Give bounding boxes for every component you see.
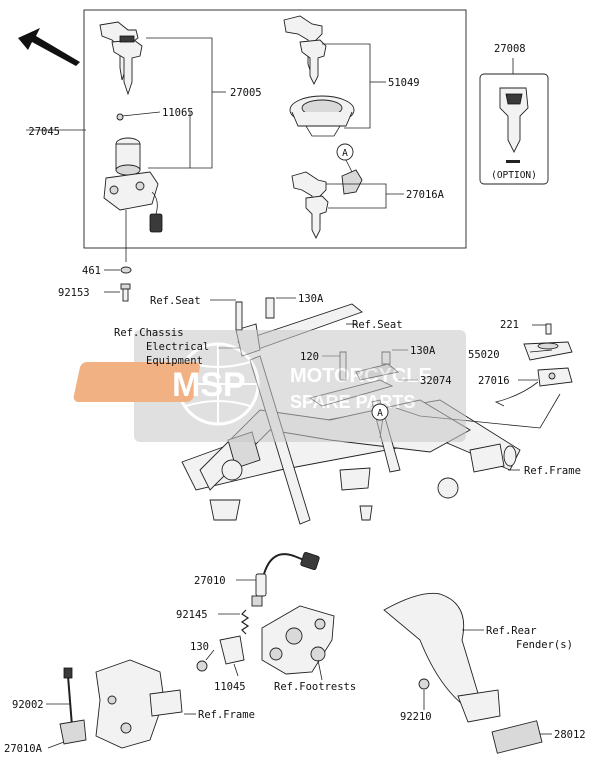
footrest-bracket-icon: [261, 605, 335, 675]
rear-fender-icon: [383, 592, 543, 754]
label-27010A: 27010A: [4, 743, 43, 755]
ref-seat-left: Ref.Seat: [150, 295, 201, 307]
ref-chassis-line1: Ref.Chassis: [114, 327, 184, 339]
fuel-cap-key-icon: [283, 15, 327, 86]
label-92145: 92145: [176, 609, 208, 621]
label-55020: 55020: [468, 349, 500, 361]
msp-watermark-logo: MSP MOTORCYCLE SPARE PARTS: [73, 330, 466, 442]
label-option: (OPTION): [491, 170, 537, 181]
option-key-box: [479, 73, 549, 185]
label-27016: 27016: [478, 375, 510, 387]
nut-icon: [418, 678, 430, 690]
label-27010: 27010: [194, 575, 226, 587]
label-92210: 92210: [400, 711, 432, 723]
svg-text:MSP: MSP: [172, 366, 246, 404]
seat-lock-cable-icon: [494, 367, 573, 407]
option-key-icon: [499, 87, 529, 163]
washer-icon: [120, 266, 132, 274]
ref-frame-bottom: Ref.Frame: [198, 709, 255, 721]
fuel-cap-icon: [289, 95, 355, 137]
ignition-key-icon: [99, 21, 143, 96]
ref-rear-fender-line1: Ref.Rear: [486, 625, 537, 637]
svg-text:SPARE PARTS: SPARE PARTS: [290, 392, 415, 412]
label-27016A: 27016A: [406, 189, 445, 201]
ref-chassis-line2: Electrical: [146, 341, 209, 353]
label-28012: 28012: [554, 729, 586, 741]
lock-cover-icon: [523, 341, 573, 361]
sensor-switch-icon: [251, 551, 320, 607]
spring-icon: [240, 609, 250, 635]
screw-icon: [545, 323, 552, 335]
label-221: 221: [500, 319, 519, 331]
label-32074: 32074: [420, 375, 452, 387]
svg-text:MOTORCYCLE: MOTORCYCLE: [290, 365, 432, 387]
label-11065: 11065: [162, 107, 194, 119]
ref-frame-right: Ref.Frame: [524, 465, 581, 477]
label-461: 461: [82, 265, 101, 277]
front-direction-arrow-icon: [18, 28, 80, 66]
callout-a-frame: A: [377, 408, 383, 419]
ref-seat-right: Ref.Seat: [352, 319, 403, 331]
label-92002: 92002: [12, 699, 44, 711]
label-27005: 27005: [230, 87, 262, 99]
label-27045: 27045: [28, 126, 60, 138]
nut-icon: [196, 660, 208, 672]
label-130: 130: [190, 641, 209, 653]
label-27008: 27008: [494, 43, 526, 55]
callout-a-top: A: [342, 148, 348, 159]
bracket-icon: [59, 659, 183, 749]
label-120: 120: [300, 351, 319, 363]
key-set-group-box: [83, 9, 467, 249]
label-11045: 11045: [214, 681, 246, 693]
seat-lock-key-icon: [291, 169, 363, 240]
callout-circle: [336, 143, 354, 161]
label-130A-top: 130A: [298, 293, 324, 305]
label-92153: 92153: [58, 287, 90, 299]
label-130A-mid: 130A: [410, 345, 436, 357]
ignition-switch-icon: [103, 113, 163, 262]
label-51049: 51049: [388, 77, 420, 89]
pedal-plate-icon: [219, 635, 245, 665]
bolt-icon: [120, 283, 131, 302]
ref-chassis-line3: Equipment: [146, 355, 203, 367]
callout-circle: [371, 403, 389, 421]
ref-rear-fender-line2: Fender(s): [516, 639, 573, 651]
ref-footrests: Ref.Footrests: [274, 681, 356, 693]
